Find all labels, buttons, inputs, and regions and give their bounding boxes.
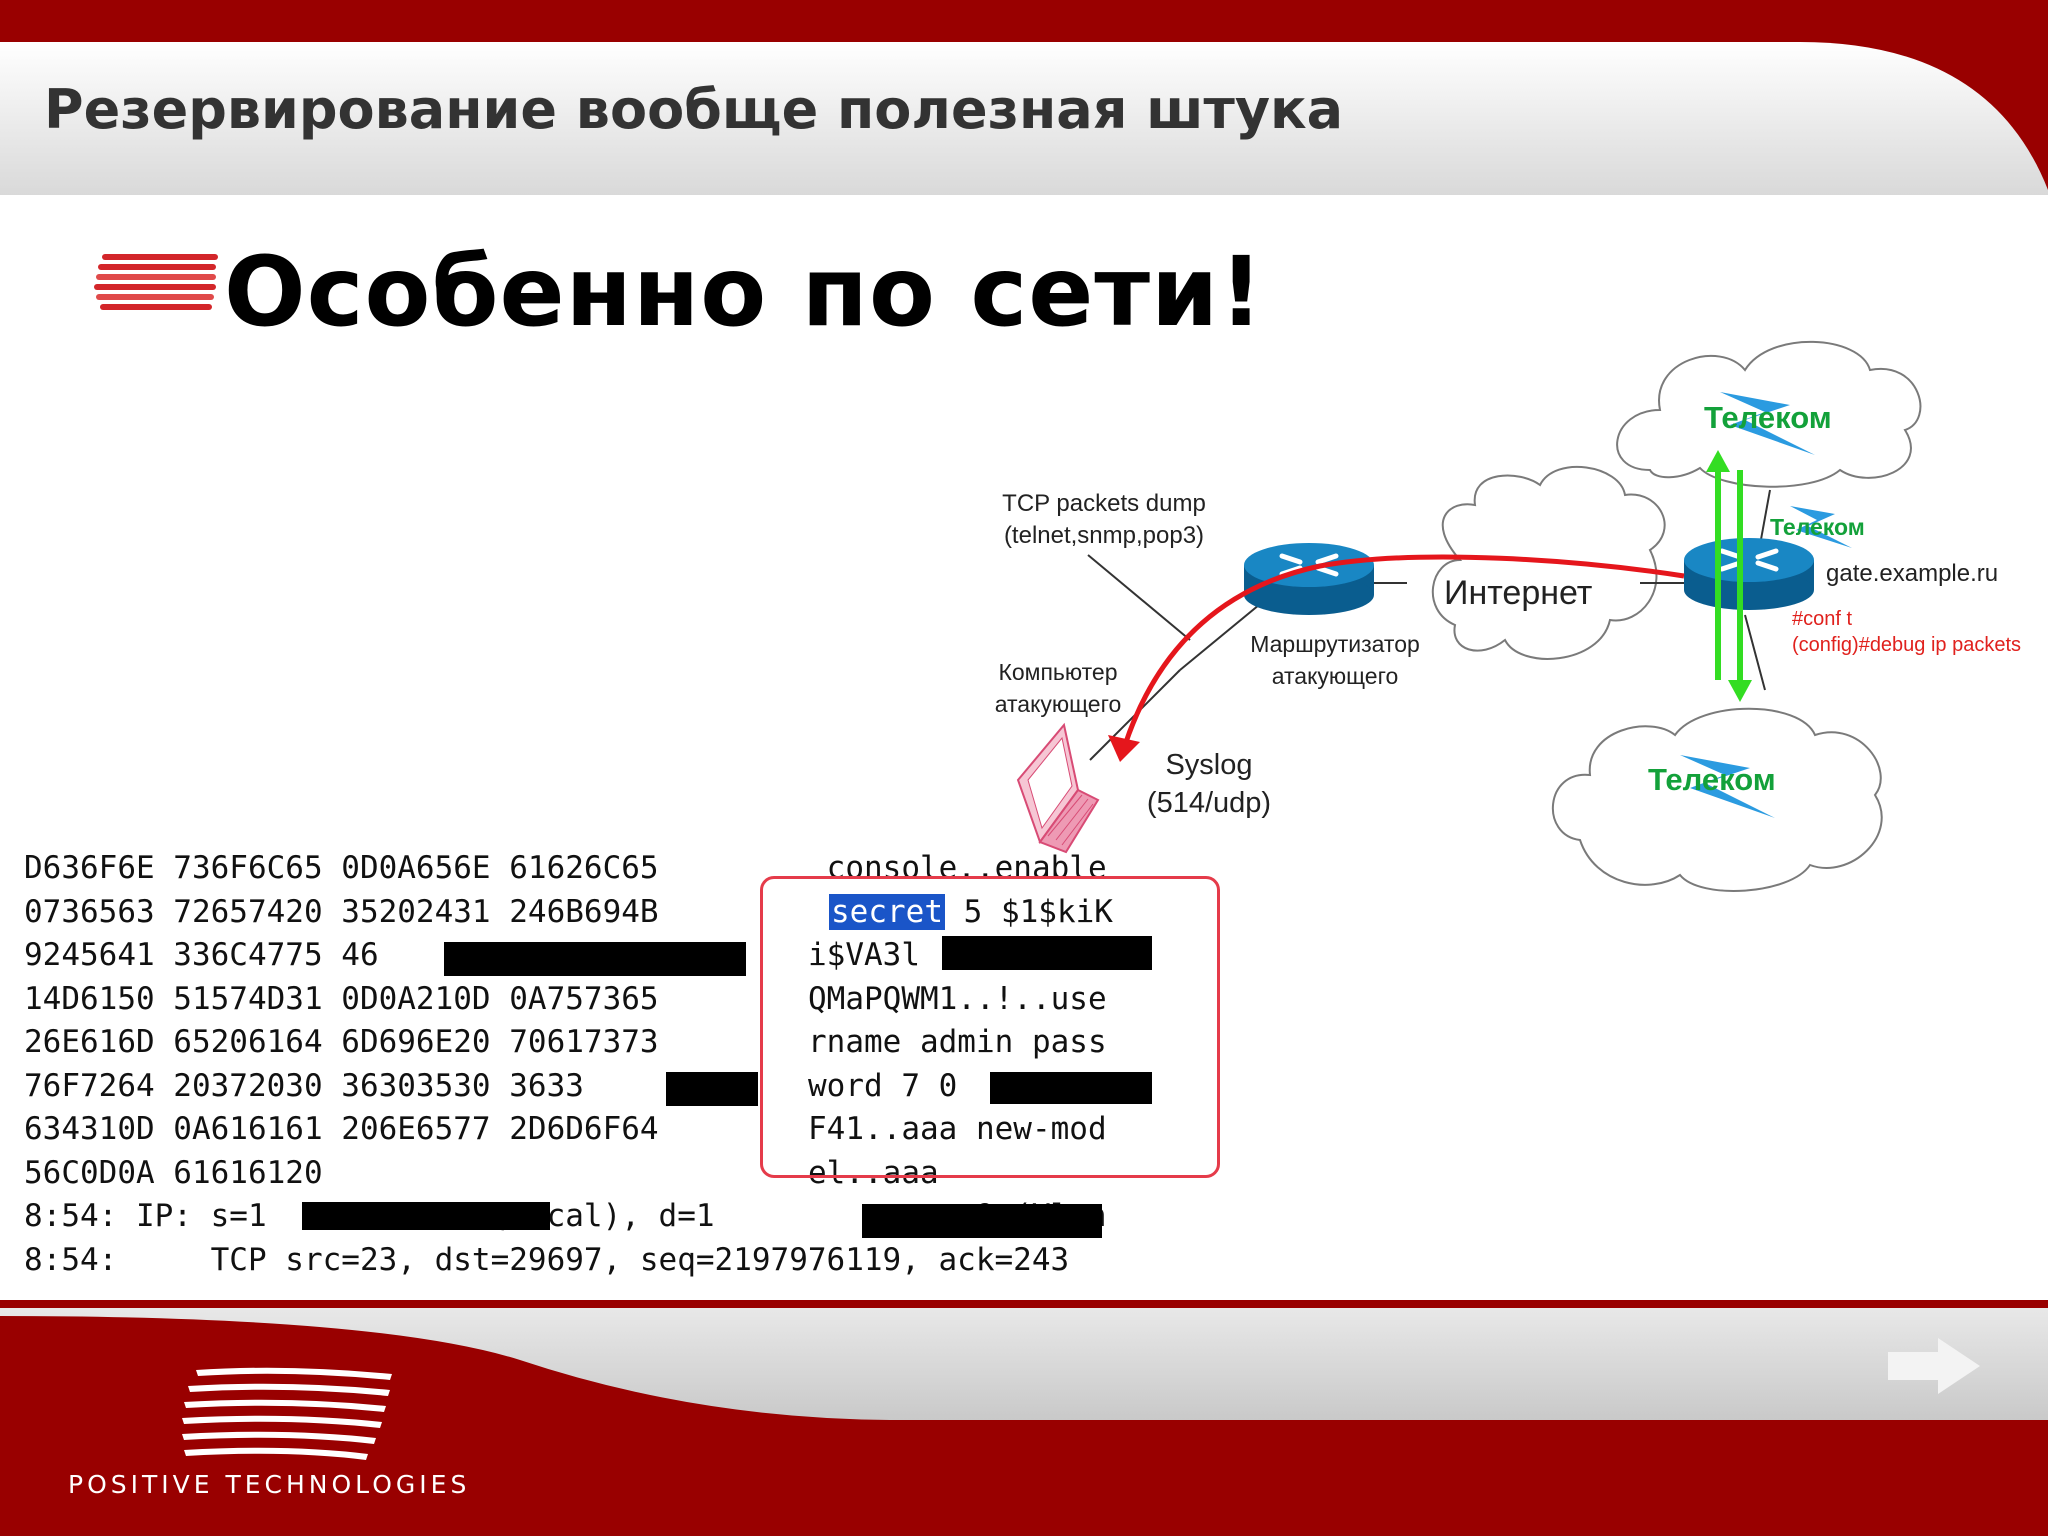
dump-hex-line: 0736563 72657420 35202431 246B694B: [24, 894, 659, 930]
highlight-frame: [760, 876, 1220, 1178]
telecom-bolt-icon: [1680, 755, 1775, 818]
redaction-bar: [942, 936, 1152, 970]
slide-heading: Особенно по сети!: [224, 236, 1265, 348]
gate-hostname-label: gate.example.ru: [1826, 560, 1999, 587]
internet-label: Интернет: [1444, 574, 1593, 612]
logo-wordmark: POSITIVE TECHNOLOGIES: [68, 1470, 471, 1499]
attacker-router-icon: [1244, 543, 1374, 615]
dump-hex-line: 14D6150 51574D31 0D0A210D 0A757365: [24, 981, 659, 1017]
tcp-dump-label: TCP packets dump(telnet,snmp,pop3): [1002, 490, 1206, 549]
positive-technologies-logo: [182, 1367, 392, 1460]
redaction-bar: [444, 942, 746, 976]
syslog-label: Syslog(514/udp): [1146, 749, 1272, 819]
green-traffic-arrows: [1706, 450, 1752, 702]
slide-title: Резервирование вообще полезная штука: [44, 78, 1344, 141]
telecom-small-label: Телеком: [1770, 514, 1865, 540]
dump-ascii-line: word 7 0: [808, 1068, 958, 1104]
dump-ascii-line: QMaPQWM1..!..use: [808, 981, 1107, 1017]
telecom-bolt-icon: [1790, 506, 1852, 548]
telecom-cloud-top: [1616, 340, 1922, 488]
laptop-icon: [1016, 722, 1100, 854]
dump-ascii-line: el..aaa: [808, 1155, 939, 1191]
red-arrow: [1122, 554, 1685, 746]
secret-highlight: secret: [829, 894, 945, 930]
telecom-top-label: Телеком: [1704, 400, 1832, 435]
network-diagram: [1016, 340, 1922, 892]
next-slide-arrow-icon[interactable]: [1886, 1336, 1982, 1396]
debug-command-label: (config)#debug ip packets: [1792, 634, 2022, 656]
dump-ascii-line: rname admin pass: [808, 1024, 1107, 1060]
redaction-bar: [666, 1072, 758, 1106]
dump-hex-line: 9245641 336C4775 46 1: [24, 937, 696, 973]
dump-hex-line: 26E616D 65206164 6D696E20 70617373: [24, 1024, 659, 1060]
red-arrow-head: [1108, 735, 1140, 762]
dump-hex-line: 56C0D0A 61616120: [24, 1155, 323, 1191]
redaction-bar: [862, 1204, 1102, 1238]
dump-ascii-line: F41..aaa new-mod: [808, 1111, 1107, 1147]
log-line-tcp: 8:54: TCP src=23, dst=29697, seq=2197976…: [24, 1242, 1070, 1278]
dump-ascii-line: i$VA3l: [808, 937, 920, 973]
telecom-bottom-label: Телеком: [1648, 762, 1776, 797]
redaction-bar: [990, 1072, 1152, 1104]
dump-hex-line: 634310D 0A616161 206E6577 2D6D6F64: [24, 1111, 659, 1147]
redaction-bar: [302, 1202, 550, 1230]
conf-command-label: #conf t: [1792, 608, 1853, 630]
dump-ascii-line: console..enable: [808, 850, 1107, 886]
gate-router-icon: [1684, 538, 1814, 610]
bullet-stripes-icon: [94, 254, 218, 310]
telecom-cloud-bottom: [1551, 707, 1883, 892]
telecom-bolt-icon: [1720, 392, 1815, 455]
dump-hex-line: D636F6E 736F6C65 0D0A656E 61626C65: [24, 850, 659, 886]
dump-ascii-line-secret: secret 5 $1$kiK: [829, 894, 1113, 930]
dump-hex-line: 76F7264 20372030 36303530 3633: [24, 1068, 584, 1104]
